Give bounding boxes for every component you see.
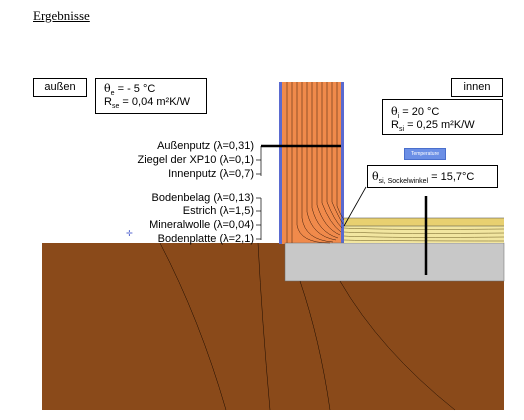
ground-isotherms <box>159 242 456 411</box>
outside-params: θe = - 5 °C Rse = 0,04 m²K/W <box>95 78 207 114</box>
socket-temperature-box: θsi, Sockelwinkel = 15,7°C <box>367 165 498 188</box>
inside-params: θi = 20 °C Rsi = 0,25 m²K/W <box>382 99 503 135</box>
isotherm-lines <box>286 82 345 244</box>
inside-resistance: Rsi = 0,25 m²K/W <box>391 119 475 134</box>
screed-layer <box>344 218 504 226</box>
floor-layer-label: Estrich (λ=1,5) <box>182 205 254 217</box>
insulation-layer <box>344 226 504 243</box>
outside-temperature: θe = - 5 °C <box>104 82 156 98</box>
outside-label: außen <box>33 78 87 97</box>
interior-plaster <box>341 82 344 244</box>
temperature-button[interactable]: Temperature <box>404 148 446 160</box>
inside-temperature: θi = 20 °C <box>391 105 440 121</box>
wall-layer-label: Innenputz (λ=0,7) <box>168 168 254 180</box>
floor-layer-label: Bodenbelag (λ=0,13) <box>151 192 254 204</box>
outside-resistance: Rse = 0,04 m²K/W <box>104 96 190 111</box>
wall-layer-label: Außenputz (λ=0,31) <box>157 140 254 152</box>
results-heading: Ergebnisse <box>33 8 90 23</box>
floor-slab <box>284 242 505 282</box>
svg-text:✛: ✛ <box>126 229 133 238</box>
floor-layer-label: Bodenplatte (λ=2,1) <box>157 233 254 245</box>
floor-layer-label: Mineralwolle (λ=0,04) <box>149 219 254 231</box>
wall-layer-label: Ziegel der XP10 (λ=0,1) <box>137 154 255 166</box>
exterior-plaster <box>279 82 282 244</box>
inside-label: innen <box>451 78 503 97</box>
